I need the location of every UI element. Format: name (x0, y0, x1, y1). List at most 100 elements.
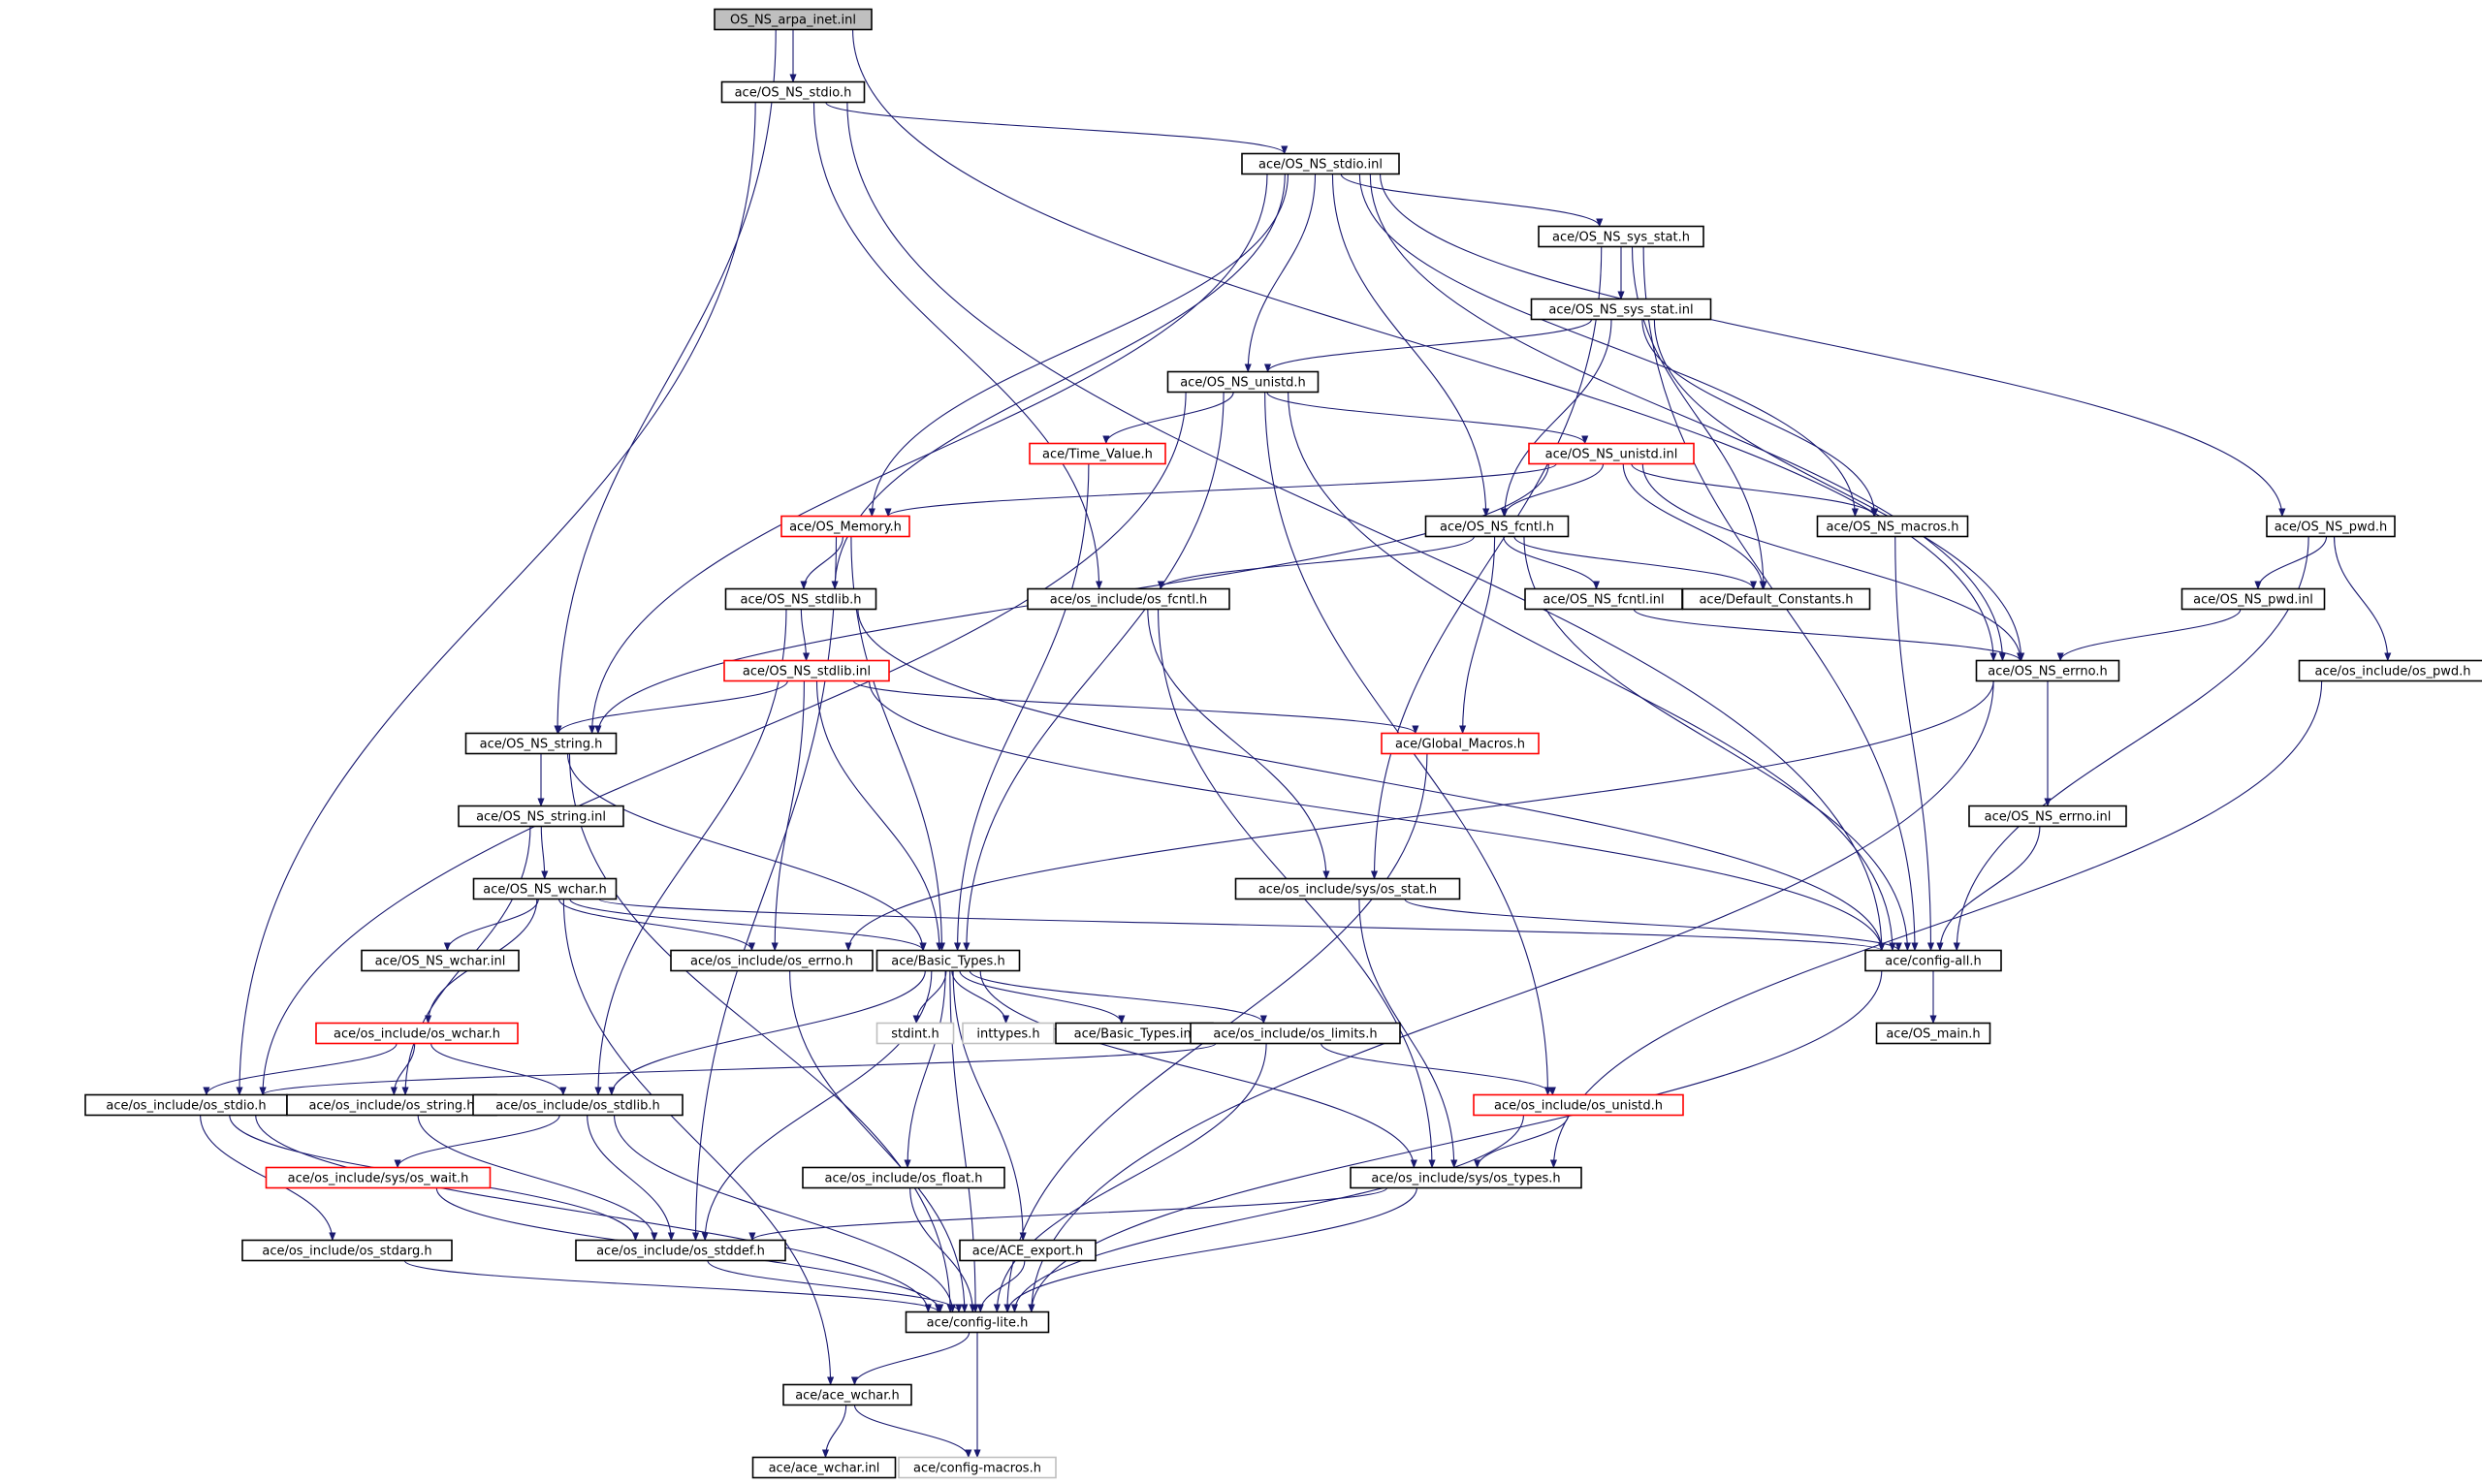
node-sys-os-stat[interactable]: ace/os_include/sys/os_stat.h (1234, 877, 1461, 900)
node-errno-inl[interactable]: ace/OS_NS_errno.inl (1968, 805, 2127, 828)
node-oi-limits[interactable]: ace/os_include/os_limits.h (1190, 1022, 1401, 1045)
node-box[interactable] (1166, 370, 1320, 394)
edge-sys_os_types-to-oi_stddef (748, 1187, 1388, 1242)
node-ace-export[interactable]: ace/ACE_export.h (959, 1239, 1097, 1262)
node-stdio-h[interactable]: ace/OS_NS_stdio.h (720, 80, 866, 104)
node-global-macros[interactable]: ace/Global_Macros.h (1381, 732, 1540, 755)
node-box[interactable] (1381, 732, 1540, 755)
node-stdlib-inl[interactable]: ace/OS_NS_stdlib.inl (723, 659, 890, 682)
node-string-inl[interactable]: ace/OS_NS_string.inl (458, 805, 624, 828)
node-box[interactable] (959, 1239, 1097, 1262)
node-oi-fcntl[interactable]: ace/os_include/os_fcntl.h (1027, 587, 1230, 611)
node-box[interactable] (724, 587, 877, 611)
node-box[interactable] (1864, 949, 2002, 972)
node-ace-wchar-h[interactable]: ace/ace_wchar.h (782, 1383, 912, 1406)
node-root[interactable]: OS_NS_arpa_inet.inl (714, 8, 873, 31)
node-os-memory[interactable]: ace/OS_Memory.h (780, 515, 910, 538)
node-box[interactable] (2266, 515, 2396, 538)
node-sys-stat-inl[interactable]: ace/OS_NS_sys_stat.inl (1530, 298, 1712, 321)
node-oi-errno[interactable]: ace/os_include/os_errno.h (670, 949, 874, 972)
node-box[interactable] (723, 659, 890, 682)
node-box[interactable] (714, 8, 873, 31)
node-box[interactable] (780, 515, 910, 538)
node-box[interactable] (1681, 587, 1871, 611)
node-box[interactable] (472, 877, 618, 900)
node-box[interactable] (670, 949, 874, 972)
node-sys-stat-h[interactable]: ace/OS_NS_sys_stat.h (1538, 225, 1704, 248)
node-box[interactable] (1424, 515, 1570, 538)
node-box[interactable] (1538, 225, 1704, 248)
node-box[interactable] (898, 1456, 1057, 1479)
node-box[interactable] (720, 80, 866, 104)
node-box[interactable] (1027, 587, 1230, 611)
node-oi-stdlib[interactable]: ace/os_include/os_stdlib.h (472, 1093, 684, 1117)
node-errno-h[interactable]: ace/OS_NS_errno.h (1975, 659, 2120, 682)
node-box[interactable] (751, 1456, 897, 1479)
node-os-main[interactable]: ace/OS_main.h (1875, 1022, 1991, 1045)
node-box[interactable] (1473, 1093, 1684, 1117)
node-label: ace/config-all.h (1885, 955, 1982, 969)
node-box[interactable] (782, 1383, 912, 1406)
node-ace-wchar-inl[interactable]: ace/ace_wchar.inl (751, 1456, 897, 1479)
node-oi-stdarg[interactable]: ace/os_include/os_stdarg.h (241, 1239, 453, 1262)
node-box[interactable] (2298, 659, 2482, 682)
node-box[interactable] (875, 1022, 955, 1045)
node-config-macros[interactable]: ace/config-macros.h (898, 1456, 1057, 1479)
node-time-value[interactable]: ace/Time_Value.h (1029, 442, 1166, 465)
node-unistd-h[interactable]: ace/OS_NS_unistd.h (1166, 370, 1320, 394)
node-config-lite[interactable]: ace/config-lite.h (905, 1310, 1050, 1334)
node-string-h[interactable]: ace/OS_NS_string.h (464, 732, 618, 755)
node-pwd-inl[interactable]: ace/OS_NS_pwd.inl (2180, 587, 2326, 611)
node-default-const[interactable]: ace/Default_Constants.h (1681, 587, 1871, 611)
node-label: ace/OS_NS_unistd.inl (1545, 448, 1678, 462)
node-box[interactable] (1241, 152, 1400, 175)
node-stdint[interactable]: stdint.h (875, 1022, 955, 1045)
node-box[interactable] (1968, 805, 2127, 828)
node-box[interactable] (458, 805, 624, 828)
node-oi-string[interactable]: ace/os_include/os_string.h (286, 1093, 497, 1117)
node-oi-unistd[interactable]: ace/os_include/os_unistd.h (1473, 1093, 1684, 1117)
node-box[interactable] (361, 949, 520, 972)
node-box[interactable] (1816, 515, 1969, 538)
node-box[interactable] (875, 949, 1021, 972)
node-box[interactable] (265, 1166, 492, 1189)
node-wchar-inl[interactable]: ace/OS_NS_wchar.inl (361, 949, 520, 972)
node-sys-os-wait[interactable]: ace/os_include/sys/os_wait.h (265, 1166, 492, 1189)
node-basic-types[interactable]: ace/Basic_Types.h (875, 949, 1021, 972)
node-box[interactable] (1190, 1022, 1401, 1045)
node-box[interactable] (1875, 1022, 1991, 1045)
node-box[interactable] (1528, 442, 1695, 465)
node-oi-stdio[interactable]: ace/os_include/os_stdio.h (84, 1093, 288, 1117)
node-config-all[interactable]: ace/config-all.h (1864, 949, 2002, 972)
node-box[interactable] (1029, 442, 1166, 465)
node-oi-stddef[interactable]: ace/os_include/os_stddef.h (575, 1239, 786, 1262)
node-box[interactable] (2180, 587, 2326, 611)
node-fcntl-h[interactable]: ace/OS_NS_fcntl.h (1424, 515, 1570, 538)
node-basic-types-inl[interactable]: ace/Basic_Types.inl (1055, 1022, 1214, 1045)
node-stdlib-h[interactable]: ace/OS_NS_stdlib.h (724, 587, 877, 611)
node-unistd-inl[interactable]: ace/OS_NS_unistd.inl (1528, 442, 1695, 465)
node-oi-float[interactable]: ace/os_include/os_float.h (802, 1166, 1005, 1189)
node-pwd-h[interactable]: ace/OS_NS_pwd.h (2266, 515, 2396, 538)
node-stdio-inl[interactable]: ace/OS_NS_stdio.inl (1241, 152, 1400, 175)
node-box[interactable] (962, 1022, 1055, 1045)
node-box[interactable] (905, 1310, 1050, 1334)
node-oi-pwd[interactable]: ace/os_include/os_pwd.h (2298, 659, 2482, 682)
node-box[interactable] (802, 1166, 1005, 1189)
node-macros-h[interactable]: ace/OS_NS_macros.h (1816, 515, 1969, 538)
node-sys-os-types[interactable]: ace/os_include/sys/os_types.h (1350, 1166, 1582, 1189)
node-box[interactable] (1530, 298, 1712, 321)
node-box[interactable] (1350, 1166, 1582, 1189)
edge-oi_stdlib-to-sys_os_wait (394, 1115, 560, 1169)
node-fcntl-inl[interactable]: ace/OS_NS_fcntl.inl (1524, 587, 1683, 611)
node-inttypes[interactable]: inttypes.h (962, 1022, 1055, 1045)
node-box[interactable] (472, 1093, 684, 1117)
node-wchar-h[interactable]: ace/OS_NS_wchar.h (472, 877, 618, 900)
node-box[interactable] (1975, 659, 2120, 682)
node-box[interactable] (241, 1239, 453, 1262)
node-oi-wchar[interactable]: ace/os_include/os_wchar.h (315, 1022, 519, 1045)
node-box[interactable] (315, 1022, 519, 1045)
node-box[interactable] (1234, 877, 1461, 900)
node-box[interactable] (464, 732, 618, 755)
node-box[interactable] (575, 1239, 786, 1262)
